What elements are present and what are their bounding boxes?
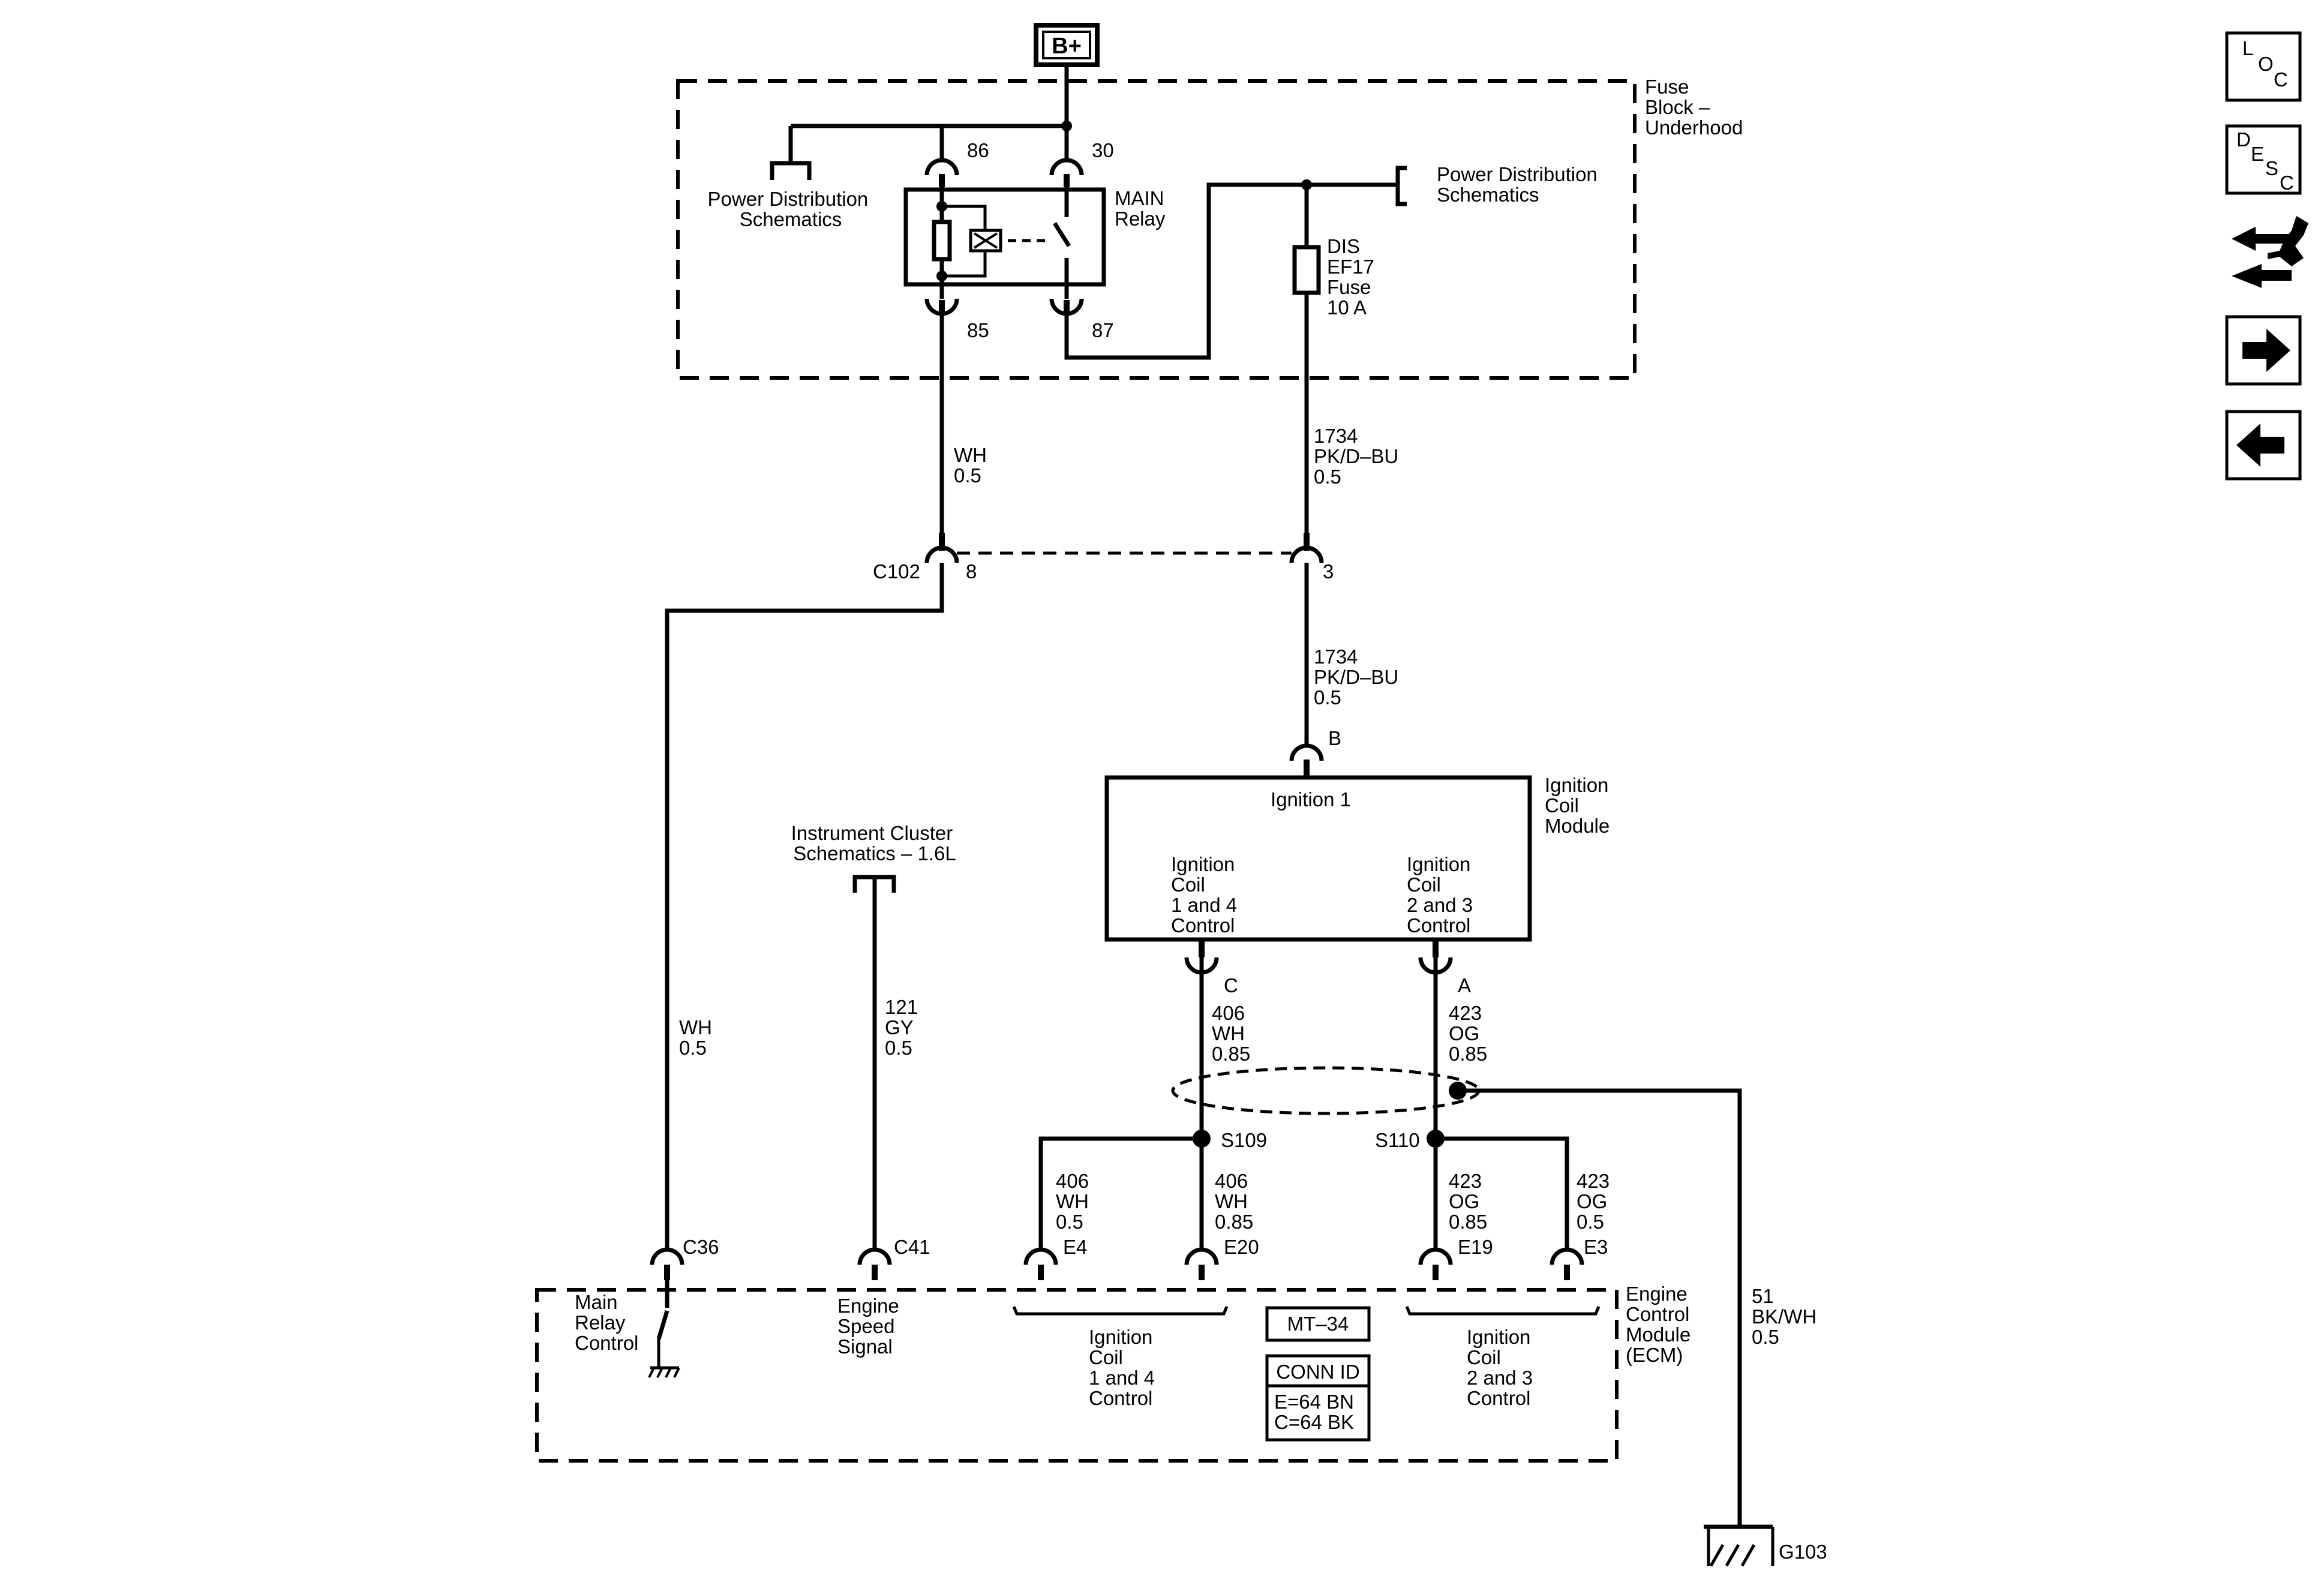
ignition-pin-b (1289, 743, 1324, 761)
splice-s109-dot (1193, 1130, 1211, 1148)
splice-s109-label: S109 (1221, 1129, 1267, 1151)
main-relay-body (903, 187, 1106, 287)
desc-button[interactable]: D E S C (2225, 124, 2302, 195)
relay-switch-arm (1053, 222, 1071, 247)
ecm-pin-e20 (1184, 1247, 1219, 1265)
ground-g103-label: G103 (1779, 1541, 1827, 1563)
relay-pin-86-connector (924, 158, 959, 176)
ecm-pin-c36-label: C36 (683, 1236, 719, 1258)
ecm-pin-e4 (1023, 1247, 1058, 1265)
wire-423-e3-label: 423 OG 0.5 (1577, 1170, 1615, 1233)
ecm-pin-e19 (1418, 1247, 1453, 1265)
wire-51-bkwh-label: 51 BK/WH 0.5 (1752, 1285, 1822, 1348)
svg-text:S: S (2265, 157, 2278, 179)
pds-left-bracket (770, 161, 812, 180)
wire-423-e3 (1436, 1136, 1569, 1249)
previous-page-button[interactable] (2225, 410, 2302, 481)
mt34-label: MT–34 (1287, 1313, 1349, 1335)
pds-right-label: Power Distribution Schematics (1437, 163, 1603, 206)
wire-wh-relay-label: WH 0.5 (954, 444, 992, 487)
twisted-pair-shield (1171, 1066, 1481, 1115)
fuse-ef17 (1292, 245, 1321, 295)
ignition-coil-module-box (1104, 775, 1532, 942)
pds-left-label: Power Distribution Schematics (708, 188, 874, 230)
loc-button[interactable]: L O C (2225, 31, 2302, 102)
splice-s110-dot (1427, 1130, 1445, 1148)
wire-1734-top-label: 1734 PK/D–BU 0.5 (1314, 425, 1404, 488)
ecm-pin-e20-label: E20 (1224, 1236, 1259, 1258)
wire-wh-c36 (665, 563, 944, 1249)
ecm-title: Engine Control Module (ECM) (1626, 1283, 1696, 1366)
fuse-block-title: Fuse Block – Underhood (1645, 76, 1743, 139)
ecm-pin-c41 (857, 1247, 892, 1265)
arrow-left-icon (2236, 424, 2284, 467)
c102-pin-8 (924, 545, 959, 563)
svg-text:C: C (2280, 172, 2294, 194)
ecm-coil23-brace (1405, 1306, 1601, 1316)
c102-pin-8-label: 8 (966, 560, 977, 583)
main-relay-control-switch (656, 1310, 669, 1340)
main-relay-label: MAIN Relay (1115, 187, 1170, 230)
ecm-pin-c36 (650, 1247, 684, 1265)
wire-406-top-label: 406 WH 0.85 (1212, 1002, 1250, 1065)
ecm-coil14-control-label: Ignition Coil 1 and 4 Control (1089, 1326, 1160, 1409)
wire-51-bkwh (1458, 1088, 1742, 1527)
ecm-coil23-control-label: Ignition Coil 2 and 3 Control (1467, 1326, 1538, 1409)
wire-406-e20-label: 406 WH 0.85 (1215, 1170, 1253, 1233)
wire-1734-bottom-label: 1734 PK/D–BU 0.5 (1314, 646, 1404, 709)
relay-pin-85-label: 85 (967, 319, 989, 341)
wire-wh-c36-label: WH 0.5 (679, 1016, 717, 1059)
wrench-icon[interactable] (2232, 216, 2308, 288)
next-page-button[interactable] (2225, 315, 2302, 386)
relay-pin-30-label: 30 (1092, 139, 1114, 161)
ecm-pin-e19-label: E19 (1458, 1236, 1493, 1258)
ecm-engine-speed-label: Engine Speed Signal (837, 1295, 905, 1358)
relay-pin-86-label: 86 (967, 139, 989, 161)
ignition-pin-c-label: C (1224, 974, 1238, 996)
relay-coil-resistor (932, 220, 952, 262)
ecm-coil14-brace (1012, 1306, 1229, 1316)
conn-id-values: E=64 BN C=64 BK (1274, 1391, 1359, 1433)
wire-423-top-label: 423 OG 0.85 (1449, 1002, 1487, 1065)
shield-drain-dot (1449, 1082, 1467, 1100)
ecm-outline (535, 1288, 1619, 1463)
ignition-coil23-control-label: Ignition Coil 2 and 3 Control (1407, 853, 1478, 936)
c102-pin-3-label: 3 (1323, 560, 1334, 583)
ecm-pin-e3 (1550, 1247, 1584, 1265)
pds-right-bracket (1395, 166, 1407, 206)
conn-id-title: CONN ID (1276, 1361, 1359, 1383)
relay-pin-87-label: 87 (1092, 319, 1114, 341)
c102-label: C102 (873, 560, 920, 583)
battery-label: B+ (1052, 34, 1082, 59)
svg-text:O: O (2258, 53, 2274, 75)
ignition-coil14-control-label: Ignition Coil 1 and 4 Control (1171, 853, 1242, 936)
ecm-pin-c41-label: C41 (894, 1236, 930, 1258)
wire-406-e4 (1038, 1136, 1202, 1249)
ignition-pin-b-label: B (1328, 727, 1341, 749)
ecm-main-relay-control-label: Main Relay Control (575, 1291, 638, 1354)
mt34-box (1265, 1306, 1371, 1342)
conn-id-box (1265, 1354, 1371, 1442)
ignition-pin-a-label: A (1458, 974, 1471, 996)
svg-text:L: L (2242, 37, 2253, 59)
arrow-right-icon (2242, 329, 2290, 372)
wire-121-gy-label: 121 GY 0.5 (885, 996, 923, 1059)
wire-423-e19-label: 423 OG 0.85 (1449, 1170, 1487, 1233)
instrument-cluster-label: Instrument Cluster Schematics – 1.6L (791, 822, 959, 864)
relay-pin-30-connector (1049, 158, 1084, 176)
c102-pin-3 (1289, 545, 1324, 563)
fuse-ef17-label: DIS EF17 Fuse 10 A (1327, 235, 1380, 319)
svg-text:C: C (2274, 68, 2288, 91)
ecm-pin-e4-label: E4 (1063, 1236, 1087, 1258)
wire-406-e4-label: 406 WH 0.5 (1056, 1170, 1094, 1233)
relay-output-wire (1064, 182, 1398, 360)
ecm-pin-e3-label: E3 (1584, 1236, 1608, 1258)
ignition-1-label: Ignition 1 (1271, 788, 1351, 810)
splice-s110-label: S110 (1375, 1129, 1420, 1151)
svg-text:D: D (2236, 128, 2251, 151)
ignition-coil-module-label: Ignition Coil Module (1545, 774, 1614, 837)
svg-text:E: E (2251, 143, 2264, 165)
battery-box-inner (1042, 31, 1091, 59)
